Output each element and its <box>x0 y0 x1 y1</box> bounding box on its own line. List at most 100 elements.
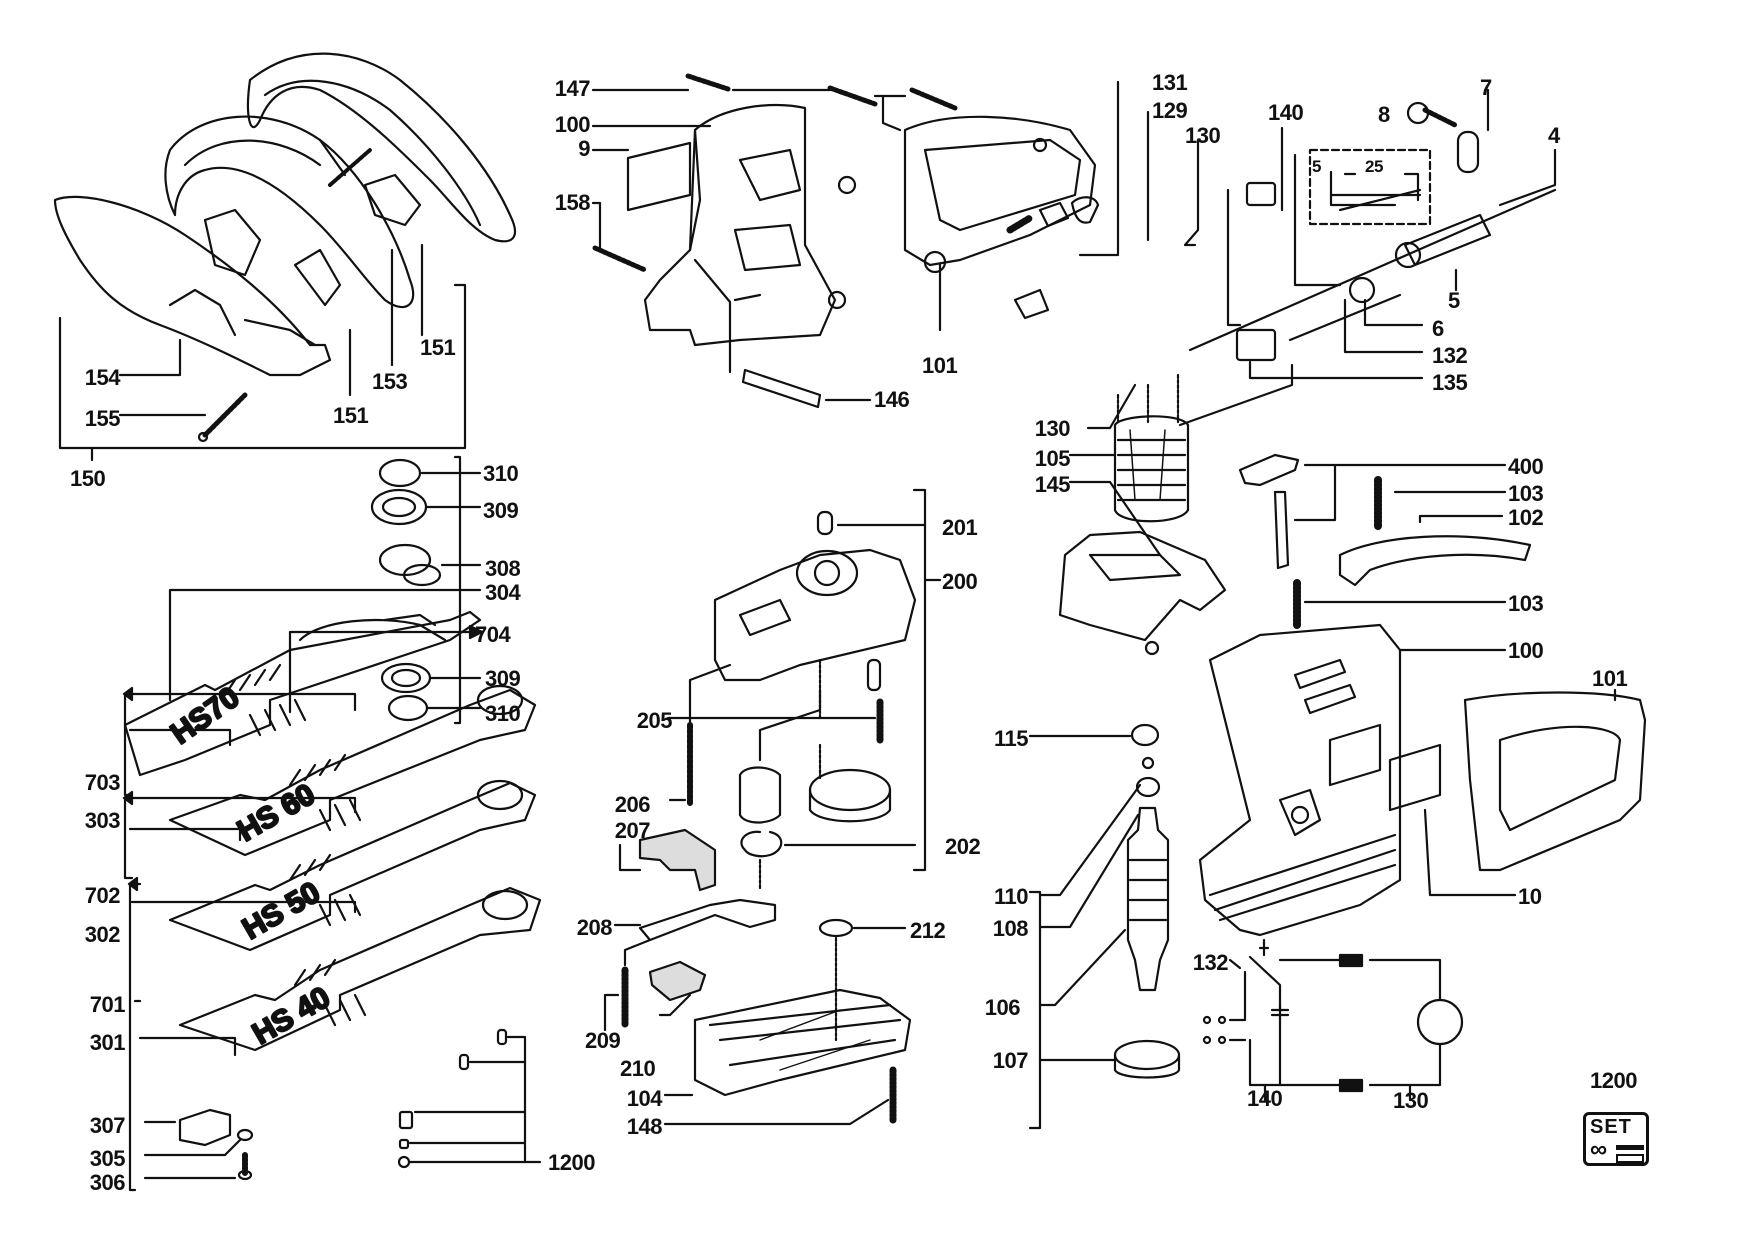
label-400: 400 <box>1508 454 1544 479</box>
label-135: 135 <box>1432 370 1468 395</box>
bolt-8 <box>1406 101 1458 128</box>
label-206: 206 <box>614 792 651 817</box>
label-132-circuit: 132 <box>1192 950 1229 975</box>
screw-icon <box>1616 1145 1644 1150</box>
blade-guard-shield-154 <box>53 195 332 377</box>
label-210: 210 <box>620 1056 656 1081</box>
chain-link-icon: ∞ <box>1590 1136 1608 1163</box>
washer-309-bottom <box>380 662 432 694</box>
label-9: 9 <box>578 136 590 161</box>
label-100-left: 100 <box>554 112 591 137</box>
cable-clamp-6 <box>1348 276 1376 304</box>
base-cover-104 <box>693 988 912 1097</box>
blade-text-hs60: HS 60 <box>232 778 321 848</box>
label-131: 131 <box>1152 70 1188 95</box>
cap-307 <box>178 1108 232 1147</box>
label-307: 307 <box>89 1113 126 1138</box>
switch-slider-400 <box>1238 453 1300 487</box>
label-303: 303 <box>84 808 121 833</box>
screws-147 <box>685 73 958 111</box>
label-308: 308 <box>485 556 521 581</box>
label-107: 107 <box>992 1048 1029 1073</box>
label-105: 105 <box>1034 446 1071 471</box>
group-bracket-armature <box>1028 890 1042 1130</box>
label-1200-left: 1200 <box>548 1150 595 1175</box>
label-103-bottom: 103 <box>1508 591 1544 616</box>
screw-155 <box>197 392 248 443</box>
label-5: 5 <box>1448 288 1460 313</box>
washer-212 <box>818 918 854 938</box>
cable-sleeve-5 <box>1394 213 1492 269</box>
label-703: 703 <box>84 770 121 795</box>
label-202: 202 <box>945 834 981 859</box>
brush-spring-131 <box>1006 214 1034 234</box>
label-145: 145 <box>1034 472 1071 497</box>
washer-309-top <box>370 488 428 526</box>
label-4: 4 <box>1548 123 1560 148</box>
label-205: 205 <box>636 708 673 733</box>
inset-dim-25: 25 <box>1365 157 1383 176</box>
label-140-top: 140 <box>1268 100 1304 125</box>
set-badge: SET ∞ <box>1583 1112 1649 1166</box>
label-212: 212 <box>910 918 946 943</box>
label-310-top: 310 <box>483 461 519 486</box>
label-132-top: 132 <box>1432 343 1468 368</box>
label-208: 208 <box>576 915 613 940</box>
ring-310-bottom <box>387 694 429 722</box>
switch-135 <box>1235 328 1277 362</box>
strain-relief-7 <box>1456 130 1480 174</box>
blade-301-hs40 <box>178 886 542 1052</box>
blade-text-hs40: HS 40 <box>247 981 336 1051</box>
label-302: 302 <box>84 922 121 947</box>
label-158: 158 <box>554 190 591 215</box>
spring-153 <box>328 148 372 187</box>
label-108: 108 <box>992 916 1029 941</box>
bracket-207 <box>638 828 717 892</box>
label-110: 110 <box>994 884 1029 909</box>
label-150: 150 <box>70 466 106 491</box>
blade-303-hs60 <box>168 684 537 857</box>
label-6: 6 <box>1432 316 1444 341</box>
brush-holder-130 <box>1070 196 1100 224</box>
label-154: 154 <box>84 365 121 390</box>
label-201: 201 <box>942 515 978 540</box>
label-309-bottom: 309 <box>485 666 521 691</box>
label-140-circuit: 140 <box>1247 1086 1283 1111</box>
switch-lever-102 <box>1338 535 1532 587</box>
bracket-701-group <box>128 882 142 1192</box>
screw-306 <box>237 1152 253 1181</box>
pin-146 <box>741 368 822 409</box>
ring-310-top <box>378 458 422 488</box>
label-148: 148 <box>626 1114 663 1139</box>
gear-107 <box>1113 1039 1181 1079</box>
label-151-right: 151 <box>420 335 456 360</box>
brush-holder-small <box>1013 288 1050 320</box>
label-146: 146 <box>874 387 910 412</box>
gear-housing-200 <box>713 548 917 682</box>
housing-half-right-101 <box>903 115 1097 274</box>
motor-mount-145 <box>1058 530 1227 656</box>
blade-guard-rear-151 <box>246 52 517 243</box>
label-155: 155 <box>84 406 121 431</box>
retaining-ring-202 <box>740 830 783 858</box>
cable-dimension-inset <box>1308 148 1432 226</box>
bearing-115 <box>1130 723 1160 747</box>
label-8: 8 <box>1378 102 1390 127</box>
label-101-top: 101 <box>922 353 958 378</box>
switch-pin <box>1273 490 1290 570</box>
carbon-brush-129 <box>1038 201 1070 228</box>
label-106: 106 <box>984 995 1021 1020</box>
label-101-right: 101 <box>1592 666 1628 691</box>
blade-304-hs70 <box>123 610 482 777</box>
label-102: 102 <box>1508 505 1544 530</box>
housing-half-left-100 <box>643 103 857 347</box>
label-153: 153 <box>372 369 408 394</box>
pin-205b <box>866 658 882 692</box>
plate-208 <box>638 898 777 942</box>
label-130-top: 130 <box>1185 123 1221 148</box>
label-304: 304 <box>485 580 521 605</box>
label-147: 147 <box>554 76 591 101</box>
label-7: 7 <box>1480 75 1492 100</box>
label-1200-badge: 1200 <box>1590 1068 1637 1093</box>
label-151-left: 151 <box>333 403 369 428</box>
